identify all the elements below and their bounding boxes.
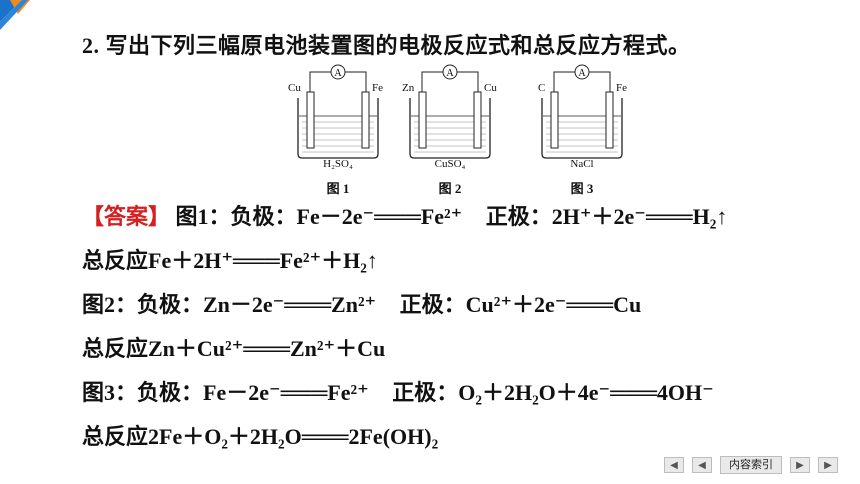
equation-part: 正极：2H⁺＋2e⁻═══H₂↑ [485,204,728,229]
left-electrode-label: C [538,82,546,94]
answer-line: 图3：负极：Fe－2e⁻═══Fe²⁺ 正极：O₂＋2H₂O＋4e⁻═══4OH… [82,381,842,425]
figure-caption: 图 1 [326,181,350,196]
next-page-button[interactable]: ▶ [790,457,810,473]
answer-line: 【答案】 图1：负极：Fe－2e⁻═══Fe²⁺ 正极：2H⁺＋2e⁻═══H₂… [82,205,842,249]
galvanic-cell-diagram: A [409,64,491,159]
prev-page-button[interactable]: ◀ [692,457,712,473]
answer-line: 总反应2Fe＋O₂＋2H₂O═══2Fe(OH)₂ [82,425,842,469]
galvanic-cell-diagram: A [297,64,379,159]
answer-line: 图2：负极：Zn－2e⁻═══Zn²⁺ 正极：Cu²⁺＋2e⁻═══Cu [82,293,842,337]
right-electrode-label: Fe [616,82,627,94]
content-index-button[interactable]: 内容索引 [720,456,782,474]
right-electrode-label: Cu [484,82,497,94]
equation-part: 图3：负极：Fe－2e⁻═══Fe²⁺ [82,380,369,405]
equation-part: 正极：O₂＋2H₂O＋4e⁻═══4OH⁻ [392,380,714,405]
figure-caption: 图 2 [438,181,462,196]
right-electrode-label: Fe [372,82,383,94]
equation-part: 图2：负极：Zn－2e⁻═══Zn²⁺ [82,292,377,317]
corner-decoration [0,0,30,30]
meter-label: A [578,68,586,79]
equation-part: 正极：Cu²⁺＋2e⁻═══Cu [399,292,642,317]
question-text: 2. 写出下列三幅原电池装置图的电极反应式和总反应方程式。 [82,33,691,58]
meter-label: A [334,68,342,79]
solution-label: H₂SO₄ [323,158,353,170]
answer-tag: 【答案】 [82,204,171,229]
solution-label: CuSO₄ [434,158,466,170]
galvanic-cell-diagram: A [541,64,623,159]
equation-part: 图1：负极：Fe－2e⁻═══Fe²⁺ [175,204,463,229]
figure-caption: 图 3 [570,181,594,196]
answer-line: 总反应Fe＋2H⁺═══Fe²⁺＋H₂↑ [82,249,842,293]
first-page-button[interactable]: ◀ [664,457,684,473]
solution-label: NaCl [570,158,594,170]
equation-part: 总反应Zn＋Cu²⁺═══Zn²⁺＋Cu [82,336,386,361]
left-electrode-label: Cu [288,82,301,94]
figure-3: A C Fe NaCl 图 3 [532,58,632,198]
figure-2: A Zn Cu CuSO₄ 图 2 [400,58,500,198]
last-page-button[interactable]: ▶ [818,457,838,473]
figure-1: A Cu Fe H₂SO₄ 图 1 [288,58,388,198]
slide-navigation: ◀ ◀ 内容索引 ▶ ▶ [664,456,838,474]
equation-part: 总反应Fe＋2H⁺═══Fe²⁺＋H₂↑ [82,248,378,273]
answer-line: 总反应Zn＋Cu²⁺═══Zn²⁺＋Cu [82,337,842,381]
left-electrode-label: Zn [402,82,415,94]
answer-block: 【答案】 图1：负极：Fe－2e⁻═══Fe²⁺ 正极：2H⁺＋2e⁻═══H₂… [82,205,842,469]
equation-part: 总反应2Fe＋O₂＋2H₂O═══2Fe(OH)₂ [82,424,439,449]
meter-label: A [446,68,454,79]
